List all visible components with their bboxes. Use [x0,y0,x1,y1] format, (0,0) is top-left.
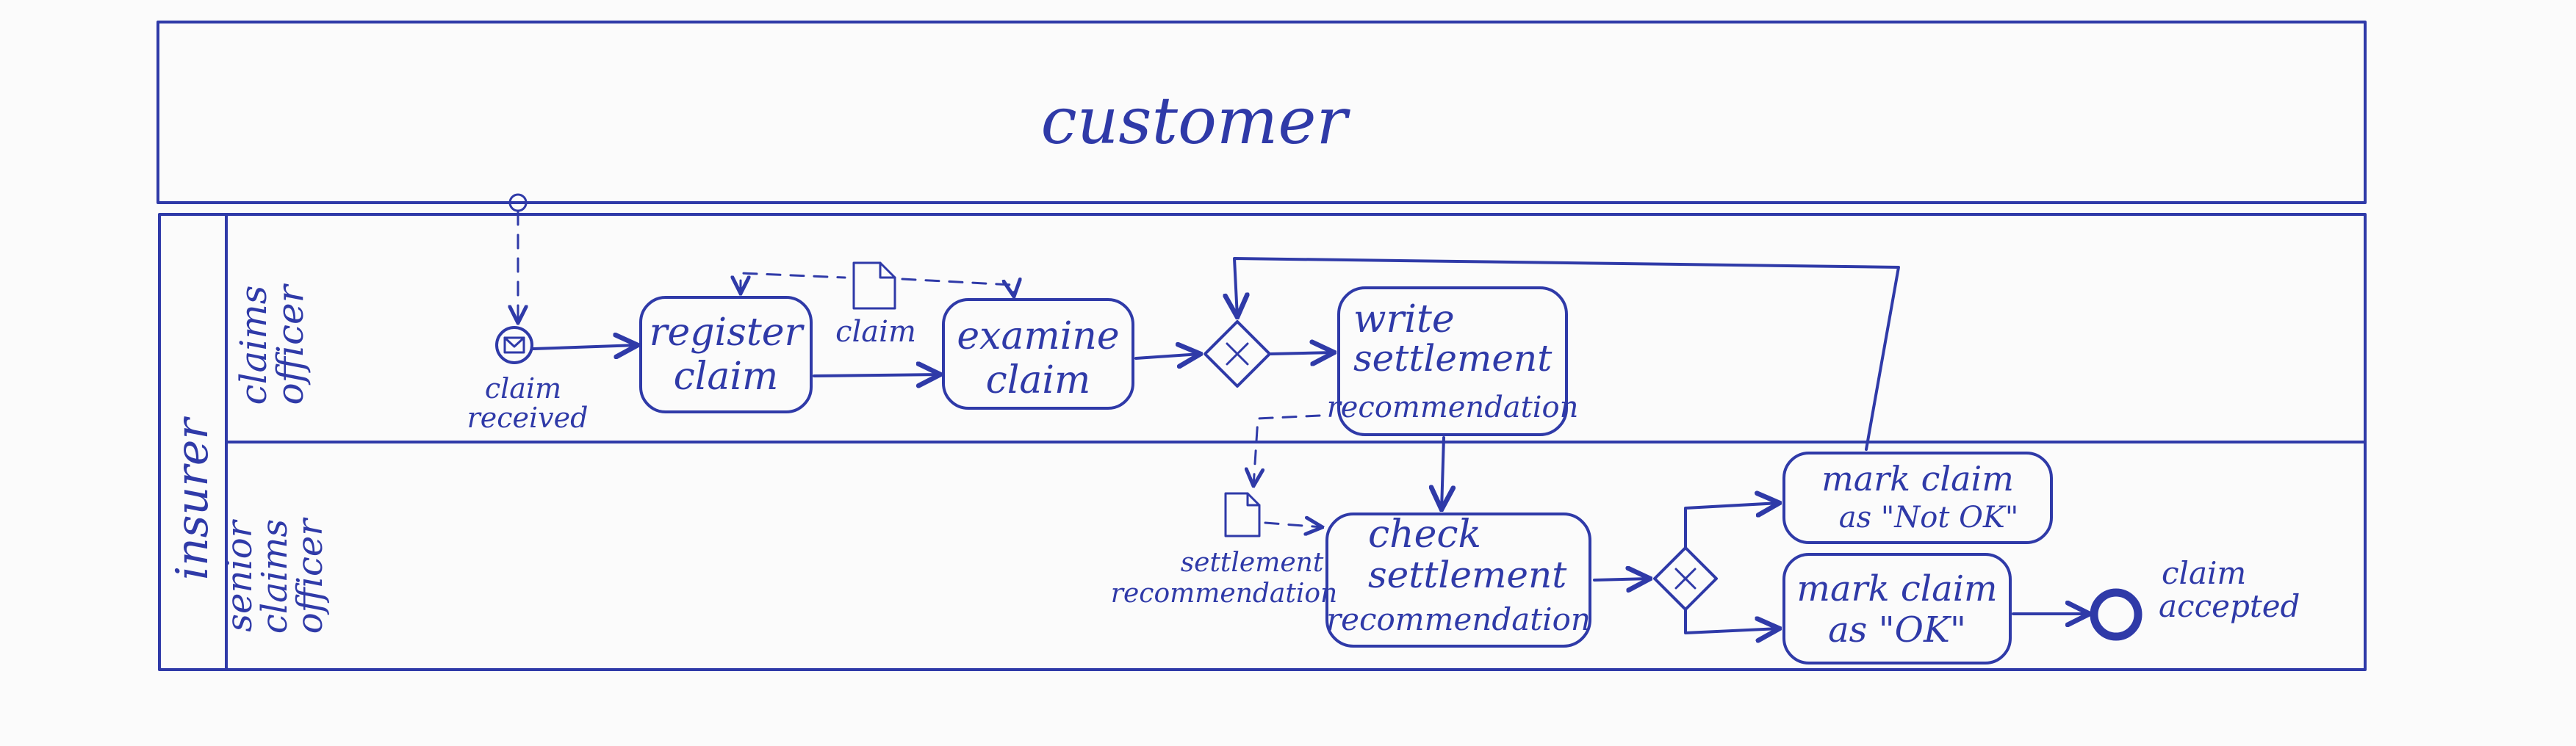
task-mark-ok-line-2: as "OK" [1828,609,1966,651]
task-check-line-1: check [1368,513,1481,557]
task-examine-line-1: examine [957,314,1119,358]
task-check-settlement-recommendation[interactable]: check settlement recommendation [1325,513,1591,648]
task-mark-claim-ok[interactable]: mark claim as "OK" [1782,553,2012,664]
task-write-line-3: recommendation [1327,391,1579,424]
start-event-claim-received: claim received [467,326,589,434]
end-event-claim-accepted: claim accepted [2090,555,2300,641]
start-event-label-1: claim [485,372,561,405]
task-register-line-2: claim [674,355,779,399]
task-check-line-3: recommendation [1326,601,1591,637]
task-mark-not-ok-line-1: mark claim [1821,459,2014,499]
task-check-line-2: settlement [1368,554,1567,596]
gateway-xor-senior [1653,546,1718,611]
task-register-line-1: register [650,311,805,355]
end-event-label-2: accepted [2159,588,2300,624]
lane-claims-officer-line-2: officer [269,283,312,405]
task-write-settlement-recommendation[interactable]: write settlement recommendation [1327,286,1579,436]
data-object-settlement-recommendation: settlement recommendation [1111,492,1337,609]
sequence-flows [532,257,2090,633]
task-mark-claim-not-ok[interactable]: mark claim as "Not OK" [1782,452,2053,544]
data-associations [741,272,1323,527]
task-mark-ok-line-1: mark claim [1796,568,1997,609]
start-event-label-2: received [467,402,589,434]
insurer-pool-label: insurer [167,416,218,580]
task-write-line-2: settlement [1353,337,1553,380]
task-examine-line-2: claim [986,358,1091,402]
task-examine-claim[interactable]: examine claim [942,298,1134,410]
lane-claims-officer-line-1: claims [232,286,275,405]
task-register-claim[interactable]: register claim [639,296,813,413]
data-object-rec-label-2: recommendation [1111,579,1337,609]
insurer-pool: insurer [158,213,2367,671]
task-mark-not-ok-line-2: as "Not OK" [1839,501,2018,535]
data-object-claim-label: claim [835,315,916,349]
lane-label-senior-claims-officer: senior claims officer [219,517,331,634]
customer-pool-label: customer [1040,83,1350,159]
end-event-label-1: claim [2162,555,2246,591]
gateway-xor-claims-officer [1204,320,1271,388]
data-object-claim: claim [835,261,916,349]
lane-senior-line-2: claims [254,519,295,634]
customer-pool: customer [156,21,2367,204]
message-flow [510,193,526,323]
lane-label-claims-officer: claims officer [232,283,312,405]
lane-senior-line-3: officer [289,517,331,634]
task-write-line-1: write [1353,297,1455,341]
data-object-rec-label-1: settlement [1181,548,1324,578]
lane-senior-line-1: senior [219,518,260,631]
